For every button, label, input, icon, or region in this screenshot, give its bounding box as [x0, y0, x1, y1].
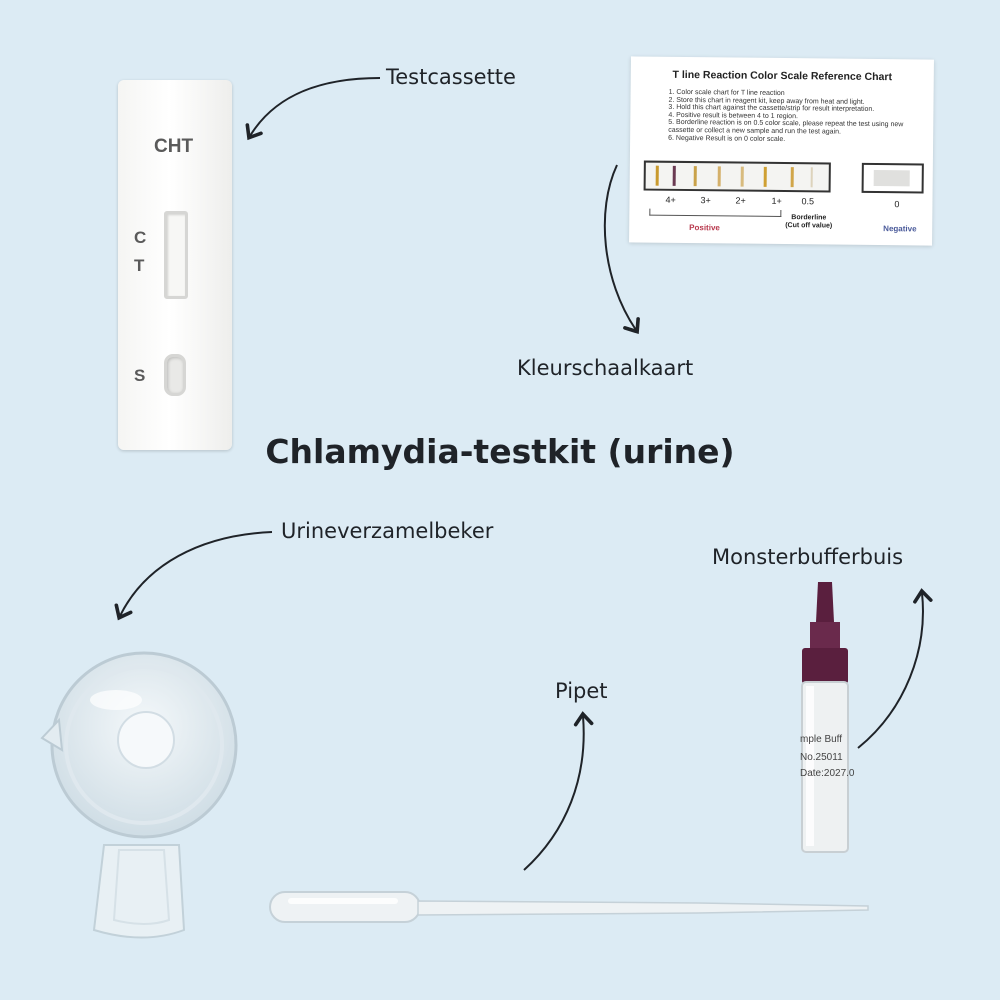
card-title: T line Reaction Color Scale Reference Ch… [672, 68, 893, 84]
tube-body [801, 582, 849, 853]
buffer-tube: mple Buff No.25011 Date:2027.0 [790, 582, 864, 854]
scale-1plus: 1+ [771, 195, 782, 207]
color-scale-strip [643, 160, 831, 193]
scale-2plus: 2+ [735, 195, 746, 206]
urine-cup [40, 651, 238, 939]
tube-label-line1: mple Buff [800, 734, 843, 745]
monsterbufferbuis-label: Monsterbufferbuis [712, 545, 904, 569]
positive-bracket [649, 208, 782, 218]
arrow-pipet [523, 711, 594, 871]
page-title: Chlamydia-testkit (urine) [265, 432, 735, 471]
borderline-label: Borderline (Cut off value) [785, 214, 832, 230]
kleurschaalkaart-label: Kleurschaalkaart [517, 356, 694, 380]
scale-0-5: 0.5 [801, 196, 815, 207]
sample-well [164, 354, 186, 396]
color-scale-card: T line Reaction Color Scale Reference Ch… [629, 56, 934, 246]
negative-box [861, 162, 924, 194]
tube-label-line3: Date:2027.0 [800, 768, 855, 779]
scale-3plus: 3+ [700, 195, 711, 206]
scale-0: 0 [894, 199, 900, 210]
scale-lines [655, 165, 813, 188]
arrow-urineverzamelbeker [114, 531, 273, 621]
cassette-c-mark: C [134, 228, 147, 247]
cutoff-text: (Cut off value) [785, 222, 833, 230]
scale-4plus: 4+ [665, 194, 676, 205]
card-instructions: 1. Color scale chart for T line reaction… [668, 89, 929, 145]
arrow-monsterbufferbuis [857, 588, 933, 749]
urineverzamelbeker-label: Urineverzamelbeker [281, 519, 494, 543]
cassette-s-mark: S [134, 366, 146, 385]
result-window [164, 211, 188, 299]
testcassette-label: Testcassette [386, 65, 516, 89]
pipette [269, 891, 869, 923]
cassette-t-mark: T [134, 256, 145, 275]
tube-label-line2: No.25011 [800, 752, 843, 763]
arrow-testcassette [245, 77, 381, 141]
pipet-label: Pipet [555, 679, 608, 703]
test-cassette: CHT C T S [118, 80, 232, 450]
arrow-kleurschaalkaart [603, 164, 640, 335]
instruction-line: 6. Negative Result is on 0 color scale. [668, 134, 786, 143]
cassette-name: CHT [154, 136, 194, 157]
negative-label: Negative [883, 224, 917, 234]
positive-label: Positive [689, 223, 720, 233]
